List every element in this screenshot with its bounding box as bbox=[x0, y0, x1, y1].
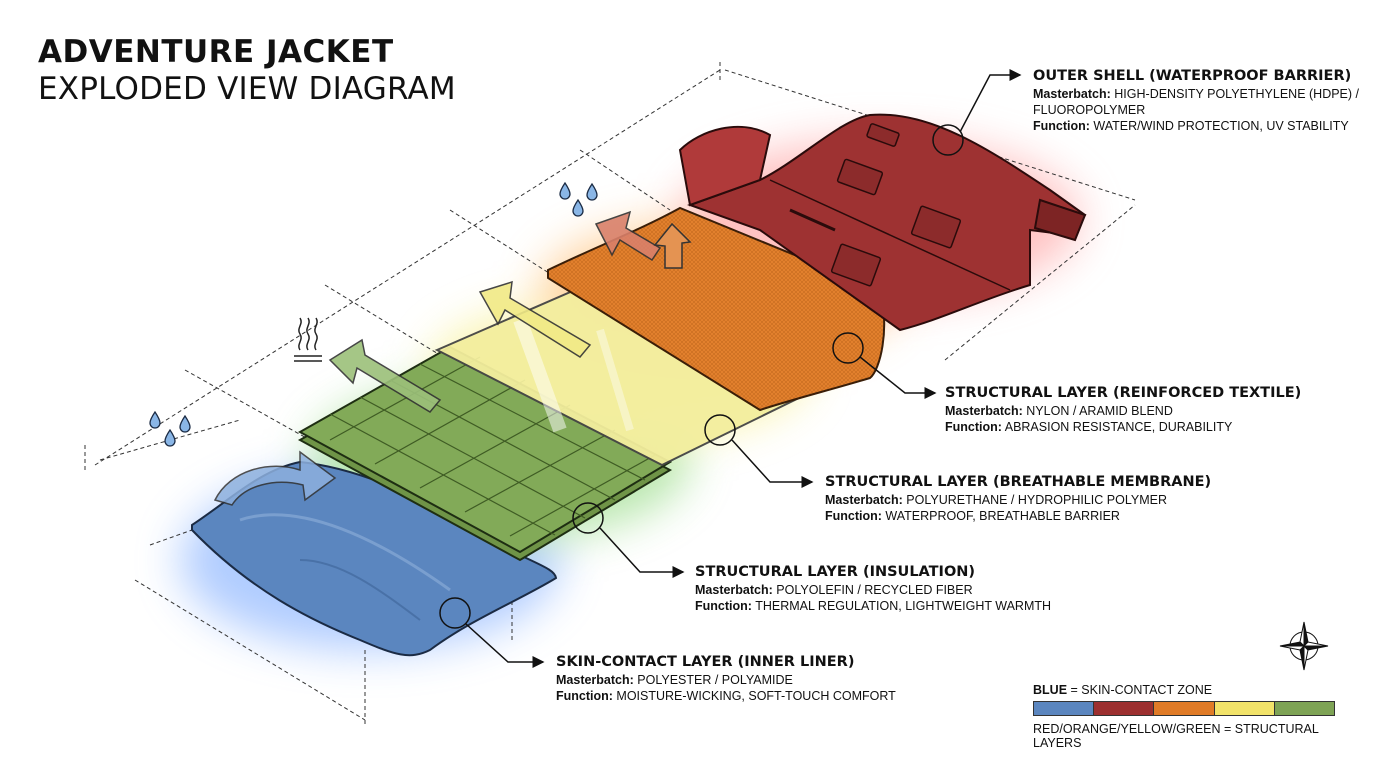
function-value: WATER/WIND PROTECTION, UV STABILITY bbox=[1093, 119, 1349, 133]
field-label: Function: bbox=[945, 420, 1002, 434]
legend-blue-desc: = SKIN-CONTACT ZONE bbox=[1067, 683, 1213, 697]
legend-swatch bbox=[1094, 702, 1155, 715]
legend-swatch bbox=[1274, 702, 1335, 715]
water-droplet-icon bbox=[149, 181, 598, 447]
title-line-2: EXPLODED VIEW DIAGRAM bbox=[38, 71, 456, 107]
callout-heading: STRUCTURAL LAYER (REINFORCED TEXTILE) bbox=[945, 385, 1302, 401]
function-value: ABRASION RESISTANCE, DURABILITY bbox=[1004, 420, 1233, 434]
field-label: Masterbatch: bbox=[945, 404, 1023, 418]
outer-shell-jacket bbox=[678, 113, 1087, 332]
diagram-title: ADVENTURE JACKET EXPLODED VIEW DIAGRAM bbox=[38, 34, 456, 108]
legend-blue-word: BLUE bbox=[1033, 683, 1068, 697]
masterbatch-value: POLYESTER / POLYAMIDE bbox=[637, 673, 793, 687]
field-label: Function: bbox=[695, 599, 752, 613]
callout-heading: STRUCTURAL LAYER (BREATHABLE MEMBRANE) bbox=[825, 474, 1212, 490]
field-label: Function: bbox=[556, 689, 613, 703]
field-label: Function: bbox=[1033, 119, 1090, 133]
masterbatch-value: NYLON / ARAMID BLEND bbox=[1026, 404, 1173, 418]
function-value: WATERPROOF, BREATHABLE BARRIER bbox=[885, 509, 1120, 523]
callout-insulation: STRUCTURAL LAYER (INSULATION) Masterbatc… bbox=[695, 562, 1051, 614]
masterbatch-value: HIGH-DENSITY POLYETHYLENE (HDPE) / bbox=[1114, 87, 1360, 101]
function-value: MOISTURE-WICKING, SOFT-TOUCH COMFORT bbox=[616, 689, 896, 703]
legend-swatch bbox=[1034, 702, 1095, 715]
title-line-1: ADVENTURE JACKET bbox=[38, 34, 394, 70]
compass-rose-icon bbox=[1279, 621, 1329, 671]
function-value: THERMAL REGULATION, LIGHTWEIGHT WARMTH bbox=[755, 599, 1052, 613]
callout-leaders bbox=[439, 69, 1022, 668]
field-label: Masterbatch: bbox=[556, 673, 634, 687]
masterbatch-value: POLYURETHANE / HYDROPHILIC POLYMER bbox=[906, 493, 1167, 507]
legend-blue-text: BLUE = SKIN-CONTACT ZONE bbox=[1033, 683, 1335, 697]
color-legend: BLUE = SKIN-CONTACT ZONE RED/ORANGE/YELL… bbox=[1033, 683, 1335, 750]
heat-wave-icon bbox=[294, 317, 322, 362]
field-label: Function: bbox=[825, 509, 882, 523]
inner-liner-layer bbox=[191, 460, 558, 657]
legend-swatch bbox=[1214, 702, 1275, 715]
membrane-layer bbox=[434, 288, 808, 467]
field-label: Masterbatch: bbox=[1033, 87, 1111, 101]
callout-heading: OUTER SHELL (WATERPROOF BARRIER) bbox=[1033, 68, 1352, 84]
callout-heading: STRUCTURAL LAYER (INSULATION) bbox=[695, 564, 976, 580]
callout-breathable-membrane: STRUCTURAL LAYER (BREATHABLE MEMBRANE) M… bbox=[825, 472, 1211, 524]
field-label: Masterbatch: bbox=[695, 583, 773, 597]
callout-reinforced-textile: STRUCTURAL LAYER (REINFORCED TEXTILE) Ma… bbox=[945, 383, 1301, 435]
legend-color-bar bbox=[1033, 701, 1335, 716]
legend-swatch bbox=[1154, 702, 1215, 715]
legend-structural-text: RED/ORANGE/YELLOW/GREEN = STRUCTURAL LAY… bbox=[1033, 722, 1319, 750]
masterbatch-value: POLYOLEFIN / RECYCLED FIBER bbox=[776, 583, 973, 597]
callout-inner-liner: SKIN-CONTACT LAYER (INNER LINER) Masterb… bbox=[556, 652, 896, 704]
field-label: Masterbatch: bbox=[825, 493, 903, 507]
masterbatch-value-cont: FLUOROPOLYMER bbox=[1033, 103, 1146, 117]
airflow-arrows bbox=[213, 210, 692, 506]
callout-heading: SKIN-CONTACT LAYER (INNER LINER) bbox=[556, 654, 855, 670]
callout-outer-shell: OUTER SHELL (WATERPROOF BARRIER) Masterb… bbox=[1033, 66, 1359, 134]
